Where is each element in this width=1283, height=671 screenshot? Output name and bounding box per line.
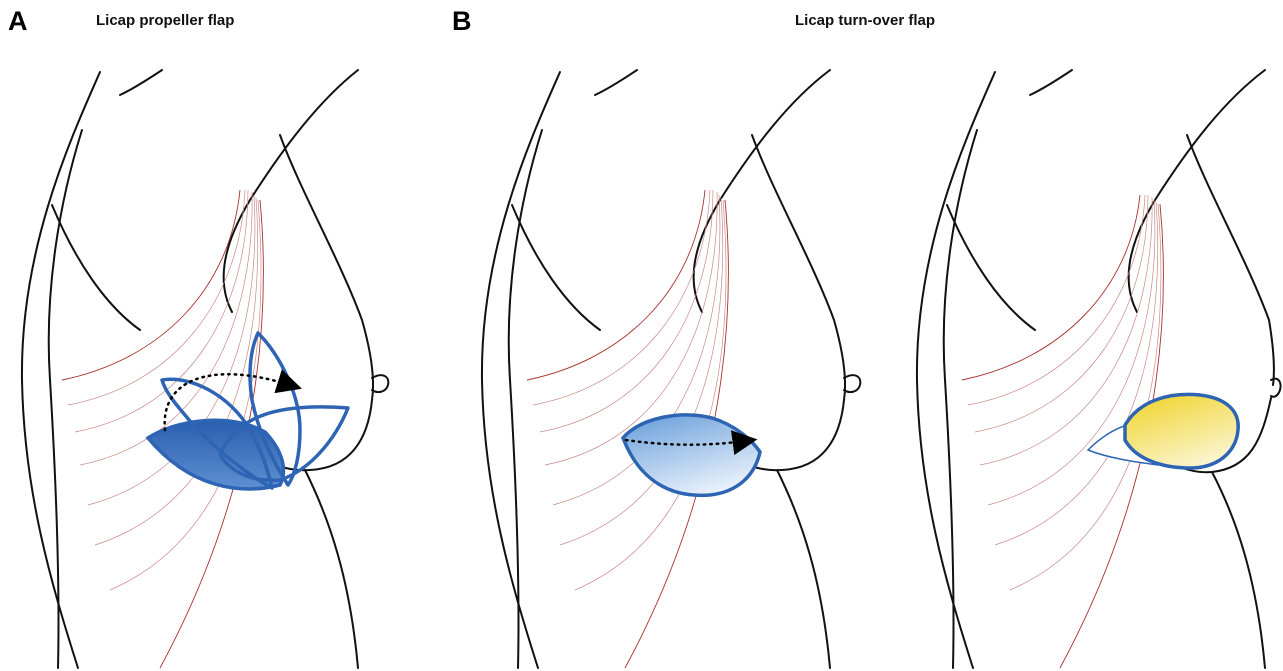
panel-b-illustration-right xyxy=(917,70,1281,668)
turnover-flap xyxy=(623,415,760,495)
panel-a-flap xyxy=(148,333,348,489)
panel-a-torso-outline xyxy=(22,70,388,668)
panel-b-left-flap xyxy=(623,415,760,495)
inset-flap-yellow xyxy=(1125,394,1238,468)
panel-b-right-torso-outline xyxy=(917,70,1281,668)
panel-b-left-torso-outline xyxy=(482,70,860,668)
panel-b-right-flap xyxy=(1088,394,1238,468)
panel-a-illustration xyxy=(22,70,388,668)
panel-b-illustration-left xyxy=(482,70,860,668)
